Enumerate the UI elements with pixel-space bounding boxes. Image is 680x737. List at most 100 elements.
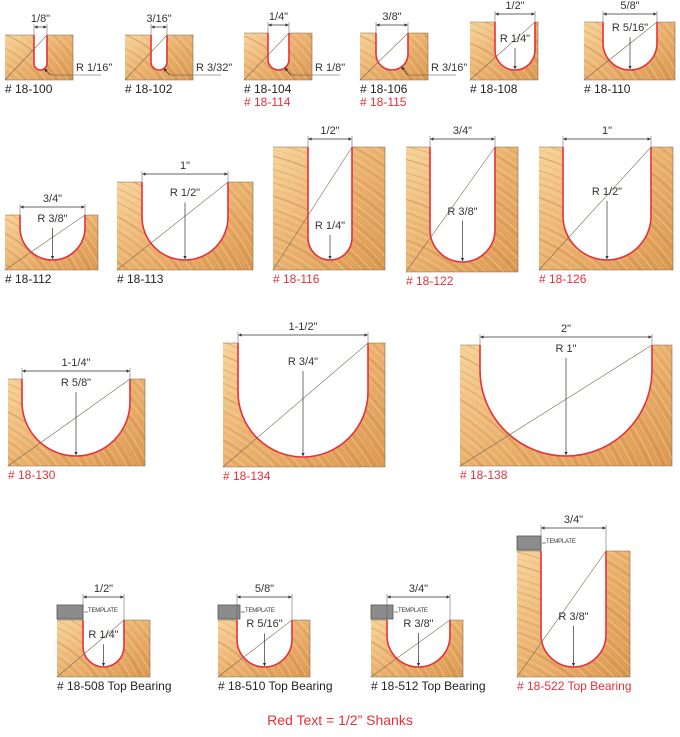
bit-profile-b512 <box>370 594 464 678</box>
bit-profile-b104 <box>243 22 340 81</box>
bit-profile-b110 <box>583 11 676 81</box>
radius-label: R 1/16" <box>76 62 113 74</box>
cut-outline <box>540 551 607 668</box>
template-plate <box>217 604 241 620</box>
cut-outline <box>386 620 451 668</box>
part-number-label: # 18-106 <box>360 82 408 96</box>
template-plate <box>370 604 394 620</box>
template-plate <box>516 535 542 551</box>
part-number-label: # 18-115 <box>360 95 407 109</box>
bit-profile-b122 <box>405 136 519 273</box>
bit-profile-b108 <box>469 11 539 81</box>
bit-profile-b134 <box>222 332 386 468</box>
wood-block <box>360 33 428 80</box>
radius-label: R 1/8" <box>315 62 346 74</box>
part-number-label: # 18-112 <box>5 272 52 286</box>
width-dimension-label: 2" <box>560 323 572 335</box>
wood-block <box>5 35 73 80</box>
width-dimension-label: 1-1/2" <box>288 321 318 333</box>
radius-label: R 1/2" <box>169 187 201 200</box>
radius-label: R 3/8" <box>37 213 68 225</box>
wood-block <box>517 551 630 677</box>
width-dimension-label: 3/4" <box>42 193 63 205</box>
part-number-label: # 18-108 <box>470 82 518 96</box>
cut-outline <box>141 182 229 261</box>
bit-profile-b113 <box>116 171 254 271</box>
bit-profile-b138 <box>458 334 673 467</box>
bit-profile-b130 <box>7 368 146 467</box>
part-number-label: # 18-134 <box>223 469 271 483</box>
cut-outline <box>82 620 125 668</box>
radius-label: R 5/16" <box>611 22 649 35</box>
cut-outline <box>21 379 131 457</box>
cut-outline <box>237 343 369 458</box>
cut-outline <box>562 147 652 261</box>
radius-label: R 3/32" <box>196 62 233 74</box>
legend-red-text-shanks: Red Text = 1/2” Shanks <box>267 712 413 728</box>
template-plate <box>56 604 84 620</box>
bit-profile-b508 <box>56 594 151 678</box>
width-dimension-label: 5/8" <box>254 583 275 595</box>
template-label: TEMPLATE <box>88 608 118 614</box>
cut-outline <box>602 22 658 71</box>
part-number-label: # 18-122 <box>406 274 454 288</box>
cut-outline <box>267 33 290 71</box>
bit-profile-b522 <box>516 525 631 678</box>
width-dimension-label: 1" <box>601 125 613 137</box>
part-number-label: # 18-116 <box>273 272 320 286</box>
radius-label: R 1/4" <box>314 219 346 232</box>
part-number-label: # 18-130 <box>8 468 56 482</box>
width-dimension-label: 1/2" <box>93 583 114 595</box>
part-number-label: # 18-512 Top Bearing <box>371 679 486 693</box>
bit-profile-b100 <box>4 24 101 81</box>
bit-profile-b112 <box>4 204 99 271</box>
cut-outline <box>307 147 353 261</box>
width-dimension-label: 5/8" <box>620 0 640 12</box>
wood-block <box>470 22 538 80</box>
part-number-label: # 18-100 <box>5 82 53 96</box>
part-number-label: # 18-508 Top Bearing <box>57 679 172 693</box>
bit-profile-b116 <box>272 136 386 271</box>
wood-block <box>406 147 518 272</box>
part-number-label: # 18-104 <box>244 82 292 96</box>
width-dimension-label: 1/8" <box>30 13 51 25</box>
part-number-label: # 18-126 <box>539 272 587 286</box>
part-number-label: # 18-113 <box>117 272 164 286</box>
cut-outline <box>494 22 536 71</box>
radius-label: R 3/4" <box>287 356 319 368</box>
cut-outline <box>150 35 168 71</box>
part-number-label: # 18-138 <box>460 468 508 482</box>
template-label: TEMPLATE <box>398 608 428 614</box>
cut-outline <box>429 147 496 263</box>
part-number-label: # 18-102 <box>125 82 173 96</box>
wood-block <box>218 620 310 677</box>
radius-label: R 1/4" <box>499 33 531 45</box>
bit-profile-b102 <box>124 24 221 81</box>
cut-outline <box>479 345 653 457</box>
width-dimension-label: 1/2" <box>505 0 525 12</box>
width-dimension-label: 3/4" <box>452 125 473 137</box>
radius-label: R 3/8" <box>403 618 434 630</box>
wood-block <box>244 33 312 80</box>
radius-label: R 1" <box>555 343 577 355</box>
radius-label: R 1/4" <box>88 629 119 642</box>
cut-outline <box>19 215 86 261</box>
wood-block <box>273 147 385 270</box>
width-dimension-label: 1/2" <box>320 125 340 137</box>
template-label: TEMPLATE <box>245 608 275 614</box>
cut-outline <box>375 33 409 71</box>
wood-block <box>125 35 193 80</box>
width-dimension-label: 3/16" <box>146 13 172 25</box>
radius-label: R 3/8" <box>558 610 589 623</box>
bit-profile-b106 <box>359 22 456 81</box>
radius-label: R 3/16" <box>431 62 468 74</box>
cut-outline <box>236 620 293 668</box>
width-dimension-label: 3/8" <box>382 11 402 23</box>
width-dimension-label: 1-1/4" <box>61 357 91 369</box>
radius-label: R 3/8" <box>447 205 478 218</box>
radius-label: R 5/8" <box>60 377 92 389</box>
width-dimension-label: 3/4" <box>563 514 584 526</box>
width-dimension-label: 1" <box>179 160 191 172</box>
